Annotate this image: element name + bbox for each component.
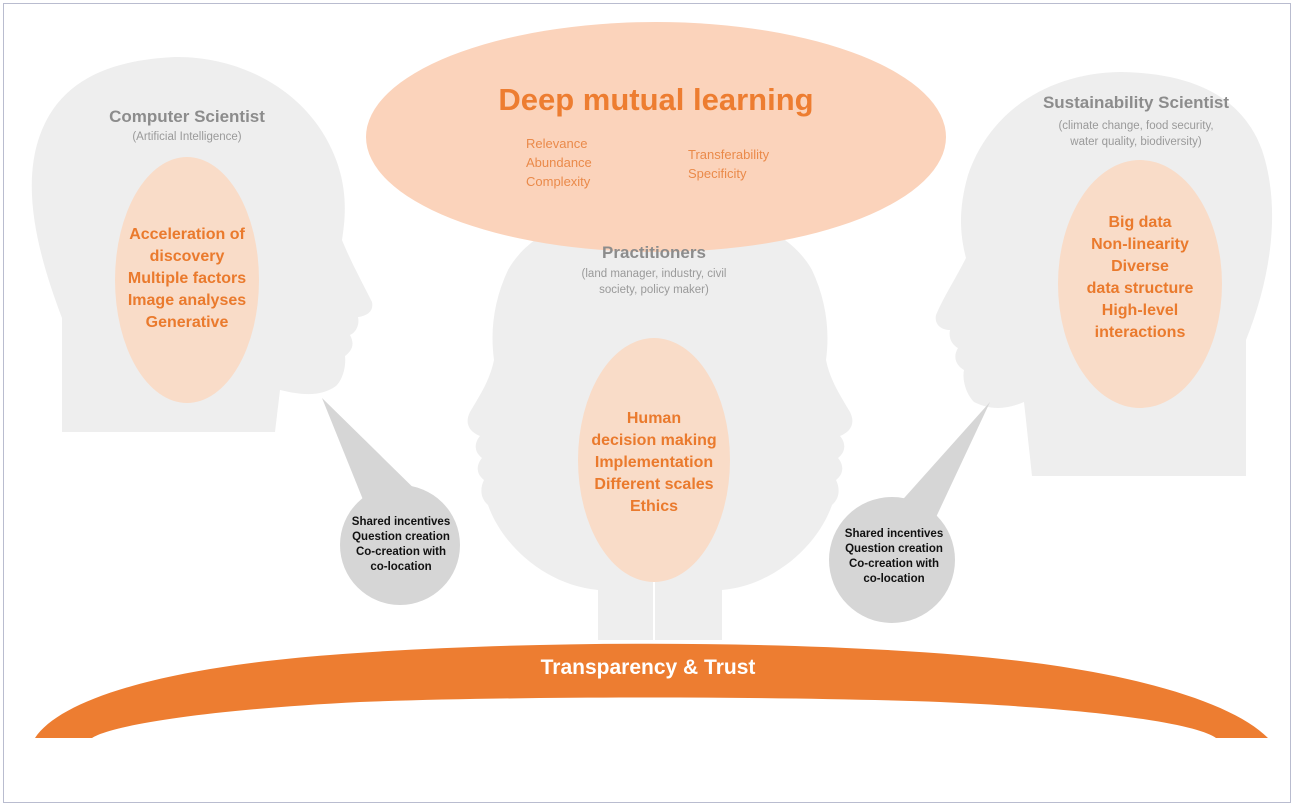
cs-item: Generative (145, 314, 229, 331)
speech-left-line: Question creation (352, 531, 450, 543)
transparency-trust-label: Transparency & Trust (540, 656, 756, 679)
sustainability-scientist-title: Sustainability Scientist (1042, 93, 1230, 112)
frame-border (3, 3, 1291, 803)
pr-item: Implementation (594, 454, 714, 471)
learning-terms-left: Relevance Abundance Complexity (526, 134, 592, 191)
speech-left-line: co-location (370, 561, 432, 573)
speech-left-line: Shared incentives (351, 516, 451, 528)
term-transferability: Transferability (688, 147, 770, 162)
speech-right-text: Shared incentives Question creation Co-c… (838, 527, 950, 587)
computer-scientist-items: Acceleration of discovery Multiple facto… (107, 224, 267, 334)
pr-item: decision making (591, 432, 717, 449)
term-specificity: Specificity (688, 166, 747, 181)
practitioners-title: Practitioners (602, 243, 706, 262)
deep-learning-title: Deep mutual learning (498, 82, 814, 117)
learning-terms-right: Transferability Specificity (688, 145, 769, 183)
ss-item: interactions (1094, 324, 1186, 341)
cs-item: discovery (149, 248, 225, 265)
term-abundance: Abundance (526, 155, 592, 170)
sustainability-scientist-items: Big data Non-linearity Diverse data stru… (1060, 212, 1220, 344)
ss-item: High-level (1101, 302, 1179, 319)
speech-right-line: co-location (863, 573, 925, 585)
ss-item: Big data (1108, 214, 1172, 231)
cs-item: Image analyses (127, 292, 247, 309)
sustainability-scientist-subtitle: (climate change, food security, water qu… (1058, 120, 1214, 148)
speech-bubble-right (829, 497, 955, 623)
transparency-arch (35, 643, 1268, 738)
pr-item: Different scales (594, 476, 714, 493)
speech-left-text: Shared incentives Question creation Co-c… (345, 515, 457, 575)
practitioners-items: Human decision making Implementation Dif… (574, 408, 734, 518)
term-relevance: Relevance (526, 136, 588, 151)
speech-right-line: Co-creation with (848, 558, 940, 570)
ss-item: Diverse (1111, 258, 1169, 275)
speech-right-line: Question creation (845, 543, 943, 555)
practitioners-oval (578, 338, 730, 582)
computer-scientist-subtitle: (Artificial Intelligence) (132, 131, 242, 143)
pr-item: Ethics (629, 498, 678, 515)
cs-item: Multiple factors (127, 270, 247, 287)
speech-right-line: Shared incentives (844, 528, 944, 540)
deep-learning-oval (366, 22, 946, 252)
pr-item: Human (626, 410, 682, 427)
ss-item: data structure (1086, 280, 1194, 297)
ss-item: Non-linearity (1091, 236, 1189, 253)
cs-item: Acceleration of (129, 226, 245, 243)
term-complexity: Complexity (526, 174, 591, 189)
practitioners-subtitle: (land manager, industry, civil society, … (581, 268, 727, 296)
sustainability-scientist-oval (1058, 160, 1222, 408)
speech-bubble-left (340, 485, 460, 605)
computer-scientist-title: Computer Scientist (109, 107, 265, 126)
speech-bubble-right-tail (880, 402, 990, 530)
computer-scientist-oval (115, 157, 259, 403)
speech-left-line: Co-creation with (355, 546, 447, 558)
